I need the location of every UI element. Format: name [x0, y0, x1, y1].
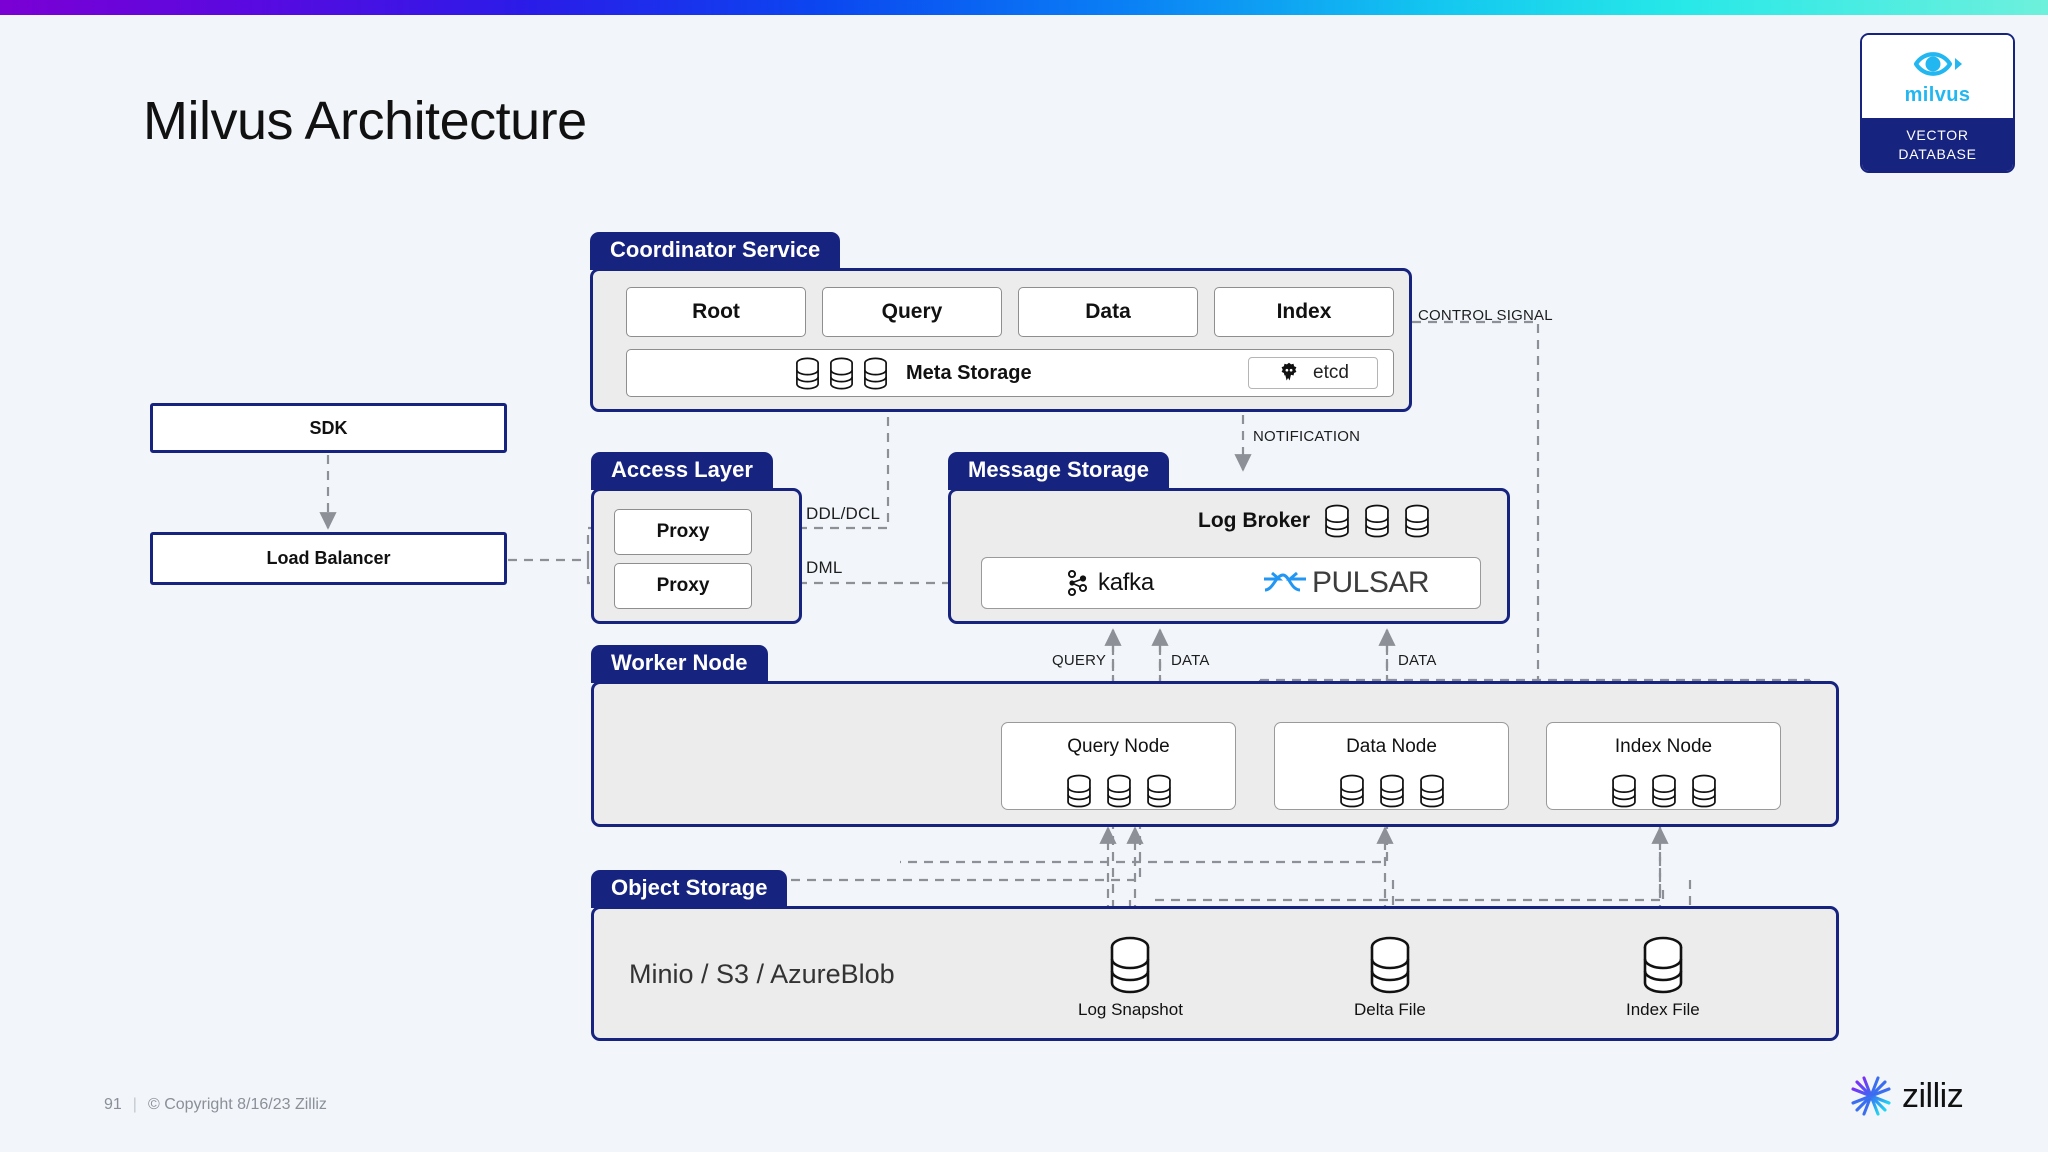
milvus-wordmark: milvus [1904, 83, 1971, 106]
meta-storage-label: Meta Storage [906, 361, 1032, 384]
etcd-badge: etcd [1248, 357, 1378, 389]
database-cylinder-icon [1066, 774, 1092, 808]
kafka-option: kafka [1066, 569, 1154, 597]
database-cylinder-icon [1640, 936, 1686, 994]
index-node-cylinders [1611, 774, 1717, 808]
database-cylinder-icon [1339, 774, 1365, 808]
database-cylinder-icon [1324, 504, 1350, 538]
coordinator-query: Query [822, 287, 1002, 337]
badge-tagline-line1: VECTOR [1906, 127, 1969, 144]
broker-options-box: kafka PULSAR [981, 557, 1481, 609]
database-cylinder-icon [1364, 504, 1390, 538]
database-cylinder-icon [829, 357, 854, 390]
object-storage-body [591, 906, 1839, 1041]
footer: 91 | © Copyright 8/16/23 Zilliz [104, 1096, 327, 1114]
pulsar-icon [1262, 568, 1308, 598]
copyright-text: © Copyright 8/16/23 Zilliz [147, 1096, 327, 1113]
log-snapshot-artifact: Log Snapshot [1078, 936, 1183, 1020]
database-cylinder-icon [1106, 774, 1132, 808]
database-cylinder-icon [1691, 774, 1717, 808]
sdk-box: SDK [150, 403, 507, 453]
kafka-icon [1066, 569, 1089, 597]
index-node-box: Index Node [1546, 722, 1781, 810]
database-cylinder-icon [1611, 774, 1637, 808]
milvus-badge-top: milvus [1862, 35, 2013, 118]
database-cylinder-icon [1379, 774, 1405, 808]
etcd-label: etcd [1313, 362, 1349, 383]
flow-label-control-signal: CONTROL SIGNAL [1418, 307, 1553, 324]
database-cylinder-icon [863, 357, 888, 390]
pulsar-option: PULSAR [1262, 566, 1430, 600]
database-cylinder-icon [1404, 504, 1430, 538]
flow-label-query: QUERY [1052, 652, 1107, 669]
database-cylinder-icon [1107, 936, 1153, 994]
zilliz-starburst-icon [1848, 1073, 1894, 1119]
database-cylinder-icon [1367, 936, 1413, 994]
data-node-cylinders [1339, 774, 1445, 808]
object-storage-title: Object Storage [591, 870, 788, 908]
coordinator-service-title: Coordinator Service [590, 232, 841, 270]
flow-label-notification: NOTIFICATION [1253, 428, 1361, 445]
message-storage-section: Message Storage Log Broker [948, 452, 1510, 624]
object-storage-backends-label: Minio / S3 / AzureBlob [629, 959, 895, 989]
access-layer-section: Access Layer Proxy Proxy [591, 452, 802, 624]
query-node-cylinders [1066, 774, 1172, 808]
database-cylinder-icon [795, 357, 820, 390]
log-broker-label: Log Broker [1198, 509, 1311, 532]
delta-file-artifact: Delta File [1354, 936, 1426, 1020]
pulsar-label: PULSAR [1312, 566, 1430, 599]
worker-node-section: Worker Node Query Node [591, 645, 1839, 827]
flow-label-ddl-dcl: DDL/DCL [806, 504, 881, 523]
coordinator-index: Index [1214, 287, 1394, 337]
flow-label-data-left: DATA [1171, 652, 1210, 669]
proxy-box-1: Proxy [614, 509, 752, 555]
page-title: Milvus Architecture [143, 91, 587, 151]
index-file-artifact: Index File [1626, 936, 1700, 1020]
footer-separator: | [132, 1096, 137, 1113]
object-storage-section: Object Storage Minio / S3 / AzureBlob Lo… [591, 870, 1839, 1041]
worker-node-title: Worker Node [591, 645, 768, 683]
page-number: 91 [104, 1096, 122, 1113]
database-cylinder-icon [1651, 774, 1677, 808]
coordinator-root: Root [626, 287, 806, 337]
data-node-box: Data Node [1274, 722, 1509, 810]
proxy-box-2: Proxy [614, 563, 752, 609]
badge-tagline-line2: DATABASE [1898, 145, 1977, 162]
access-layer-title: Access Layer [591, 452, 773, 490]
milvus-badge-tagline: VECTOR DATABASE [1862, 118, 2013, 171]
message-storage-title: Message Storage [948, 452, 1169, 490]
zilliz-logo: zilliz [1848, 1073, 1964, 1119]
database-cylinder-icon [1146, 774, 1172, 808]
flow-label-data-right: DATA [1398, 652, 1437, 669]
zilliz-wordmark: zilliz [1902, 1076, 1964, 1115]
etcd-gopher-icon [1277, 361, 1301, 385]
query-node-box: Query Node [1001, 722, 1236, 810]
coordinator-data: Data [1018, 287, 1198, 337]
database-cylinder-icon [1419, 774, 1445, 808]
flow-label-dml: DML [806, 558, 843, 577]
kafka-label: kafka [1098, 569, 1154, 596]
milvus-eye-icon [1912, 47, 1964, 81]
load-balancer-label: Load Balancer [266, 548, 391, 568]
milvus-brand-badge: milvus VECTOR DATABASE [1860, 33, 2015, 173]
coordinator-service-section: Coordinator Service Root Query Data Inde… [590, 232, 1412, 412]
log-broker-row: Log Broker [1198, 504, 1430, 538]
meta-storage-cylinders [795, 357, 888, 390]
top-gradient-bar [0, 0, 2048, 15]
load-balancer-box: Load Balancer [150, 532, 507, 585]
sdk-label: SDK [309, 417, 348, 438]
